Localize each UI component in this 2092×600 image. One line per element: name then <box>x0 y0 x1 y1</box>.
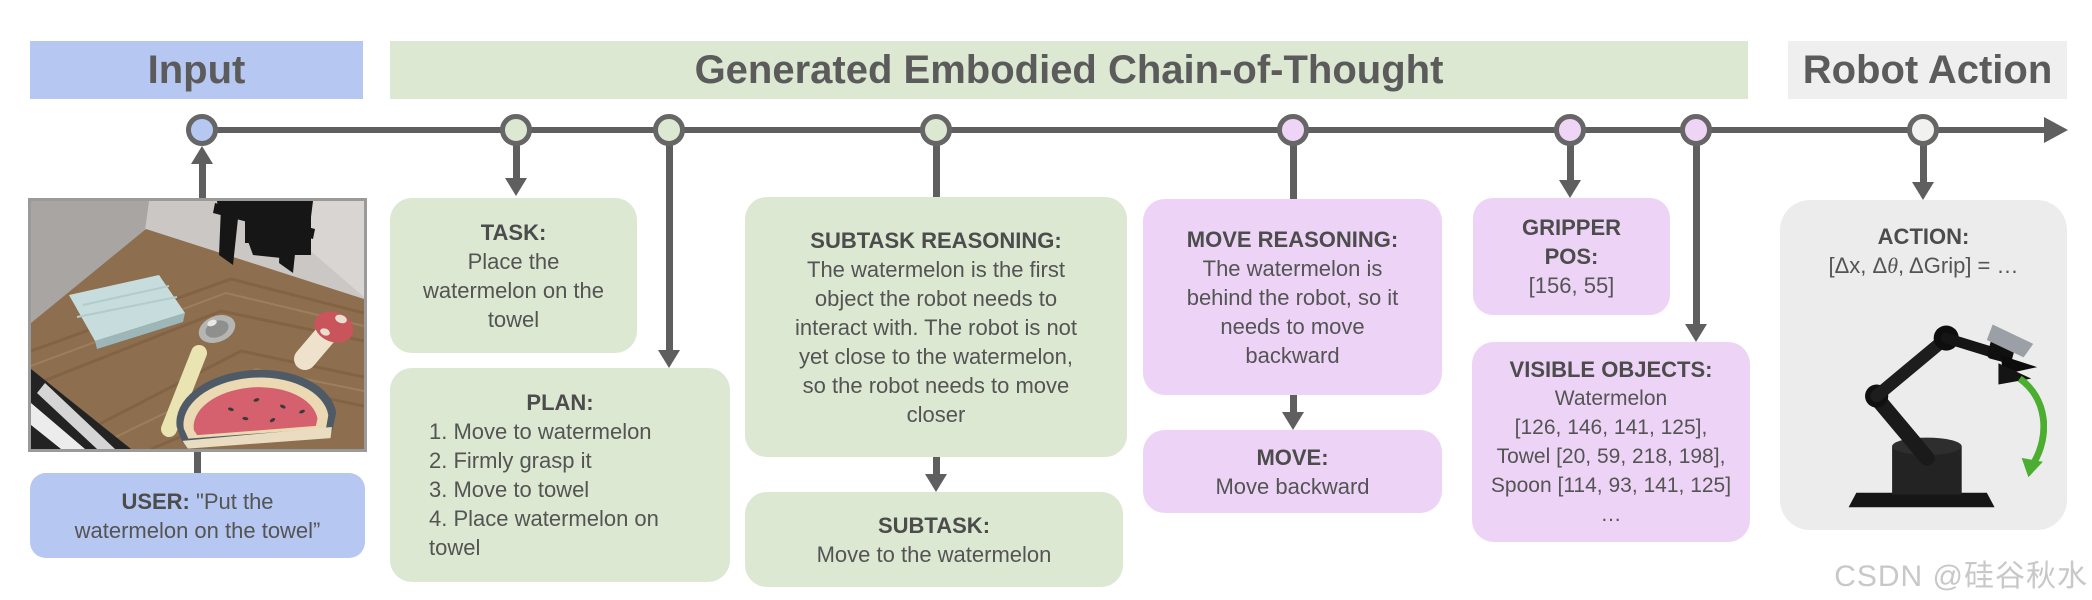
robot-arm-image <box>1801 282 2047 514</box>
connector-reasoning-to-move <box>1290 395 1297 412</box>
connector-node-to-plan <box>666 144 673 350</box>
visible-objects-label: VISIBLE OBJECTS: <box>1509 357 1713 382</box>
timeline-node-subtask <box>920 114 952 146</box>
timeline-node-visible-objects <box>1680 114 1712 146</box>
arrow-down-icon <box>1282 412 1304 430</box>
timeline-line <box>202 127 2046 133</box>
subtask-box: SUBTASK: Move to the watermelon <box>745 492 1123 587</box>
gripper-pos-value: [156, 55] <box>1528 273 1615 298</box>
subtask-reasoning-box: SUBTASK REASONING: The watermelon is the… <box>745 197 1127 457</box>
robot-action-header-label: Robot Action <box>1802 47 2053 92</box>
move-box: MOVE: Move backward <box>1143 430 1442 513</box>
plan-item: 1. Move to watermelon <box>429 419 652 444</box>
task-label: TASK: <box>480 219 547 245</box>
theta-symbol: θ <box>1887 253 1899 278</box>
gripper-pos-label: GRIPPER POS: <box>1521 215 1622 269</box>
input-header-label: Input <box>147 47 246 92</box>
robot-lower-link <box>1868 390 1935 466</box>
user-instruction-line1: USER: "Put the <box>121 487 273 516</box>
plan-label: PLAN: <box>526 390 594 415</box>
connector-node-to-task <box>513 144 520 178</box>
robot-action-header: Robot Action <box>1788 41 2067 99</box>
arrow-down-icon <box>505 178 527 196</box>
visible-objects-box: VISIBLE OBJECTS: Watermelon [126, 146, 1… <box>1472 342 1750 542</box>
csdn-watermark: CSDN @硅谷秋水 <box>1834 560 2088 593</box>
user-quote-part1: "Put the <box>196 488 274 514</box>
spoon-shape <box>161 315 236 437</box>
subtask-text: Move to the watermelon <box>816 541 1052 567</box>
connector-node-to-subtask-reasoning <box>933 144 940 198</box>
robot-forearm <box>1940 332 2002 359</box>
timeline-node-input <box>186 114 218 146</box>
timeline-node-task <box>500 114 532 146</box>
gripper-plate <box>1986 324 2033 358</box>
user-quote-part2: watermelon on the towel” <box>74 517 321 543</box>
input-camera-image <box>28 198 367 452</box>
input-header: Input <box>30 41 363 99</box>
task-box: TASK: Place the watermelon on the towel <box>390 198 637 353</box>
plan-items: 1. Move to watermelon 2. Firmly grasp it… <box>429 417 691 562</box>
user-instruction-box: USER: "Put the watermelon on the towel” <box>30 473 365 558</box>
subtask-reasoning-label: SUBTASK REASONING: <box>810 227 1062 253</box>
move-text: Move backward <box>1215 473 1370 499</box>
robot-gripper-shape <box>213 201 315 273</box>
corner-highlight <box>37 383 115 449</box>
subtask-label: SUBTASK: <box>877 512 991 538</box>
action-value: [Δx, Δθ, ΔGrip] = … <box>1828 253 2019 278</box>
arrow-down-icon <box>1912 182 1934 200</box>
robot-base-plate <box>1848 492 1995 508</box>
timeline-node-gripper-pos <box>1554 114 1586 146</box>
action-label: ACTION: <box>1877 224 1970 249</box>
gripper-pos-box: GRIPPER POS: [156, 55] <box>1473 198 1670 315</box>
plan-item: 2. Firmly grasp it <box>429 448 592 473</box>
mushroom-toy-shape <box>294 311 354 370</box>
plan-box: PLAN: 1. Move to watermelon 2. Firmly gr… <box>390 368 730 582</box>
plan-item: 3. Move to towel <box>429 477 590 502</box>
corner-highlight <box>31 403 85 449</box>
rotation-arrow-icon <box>2017 375 2047 466</box>
timeline-node-plan <box>653 114 685 146</box>
visible-objects-list: Watermelon [126, 146, 141, 125], Towel [… <box>1490 387 1732 526</box>
camera-scene <box>31 201 364 449</box>
connector-reasoning-to-subtask <box>933 457 940 474</box>
timeline-node-action <box>1907 114 1939 146</box>
move-label: MOVE: <box>1256 444 1329 470</box>
timeline-arrowhead-icon <box>2044 117 2068 143</box>
user-label: USER: <box>121 488 190 514</box>
action-box: ACTION: [Δx, Δθ, ΔGrip] = … <box>1780 200 2067 530</box>
move-reasoning-box: MOVE REASONING: The watermelon is behind… <box>1143 199 1442 395</box>
rotation-arrowhead <box>2021 457 2043 478</box>
move-reasoning-label: MOVE REASONING: <box>1186 226 1399 252</box>
watermelon-shape <box>176 369 337 449</box>
towel-shape <box>69 275 185 349</box>
connector-node-to-move-reasoning <box>1290 144 1297 199</box>
connector-node-to-visible-objects <box>1693 144 1700 324</box>
arrow-down-icon <box>1559 180 1581 198</box>
arrow-down-icon <box>925 474 947 492</box>
plan-item: 4. Place watermelon on towel <box>429 506 659 560</box>
cot-header: Generated Embodied Chain-of-Thought <box>390 41 1748 99</box>
timeline-node-move-reasoning <box>1277 114 1309 146</box>
connector-node-to-gripper-pos <box>1567 144 1574 180</box>
connector-image-to-user-box <box>194 452 201 473</box>
task-text: Place the watermelon on the towel <box>423 248 604 332</box>
connector-image-to-node <box>199 164 206 198</box>
arrow-up-icon <box>191 146 213 164</box>
subtask-reasoning-text: The watermelon is the first object the r… <box>794 256 1078 427</box>
watermelon-seeds <box>227 398 305 423</box>
connector-node-to-action <box>1920 144 1927 182</box>
move-reasoning-text: The watermelon is behind the robot, so i… <box>1186 255 1399 368</box>
arrow-down-icon <box>1685 324 1707 342</box>
cot-header-label: Generated Embodied Chain-of-Thought <box>694 47 1444 92</box>
robot-upper-link <box>1869 331 1953 403</box>
arrow-down-icon <box>658 350 680 368</box>
